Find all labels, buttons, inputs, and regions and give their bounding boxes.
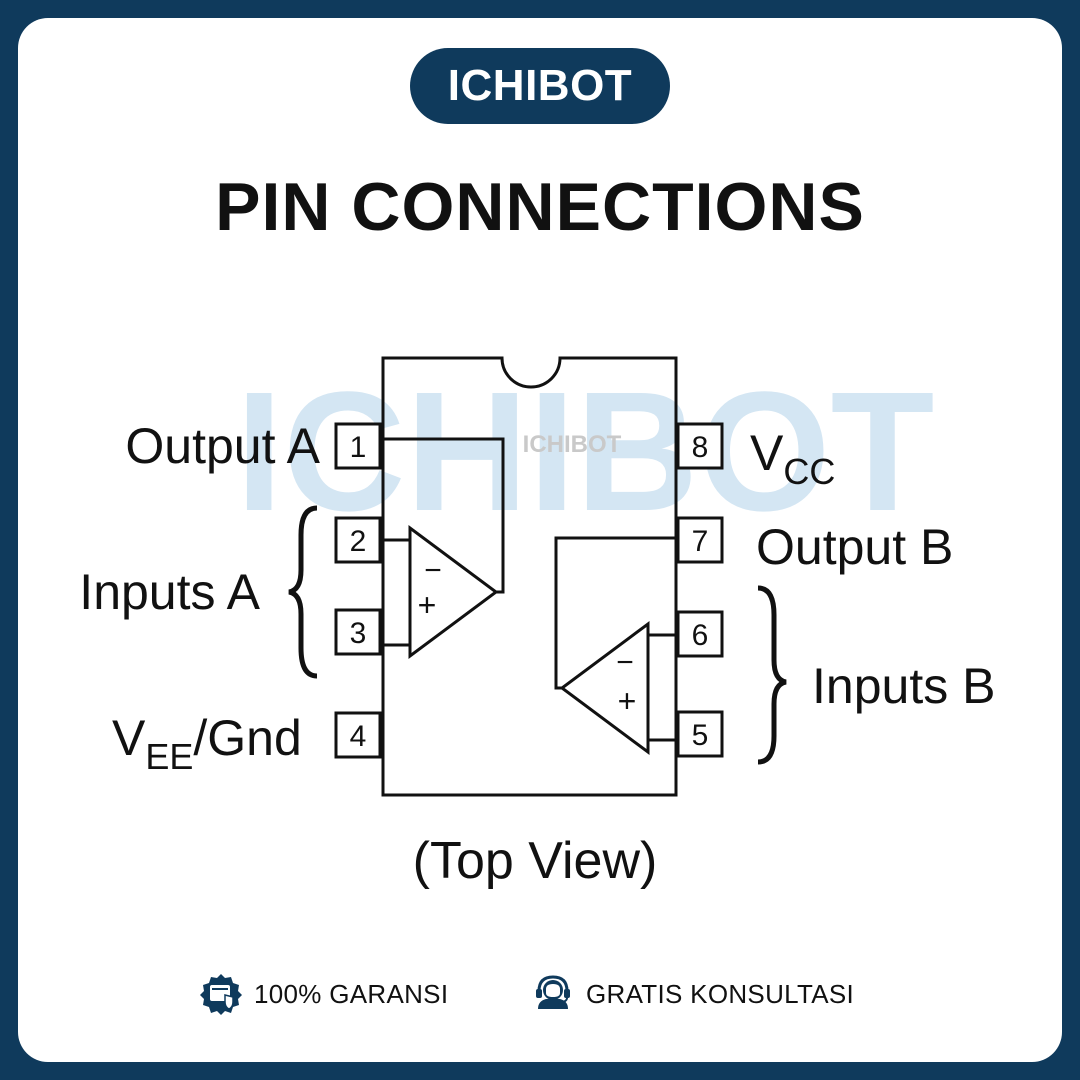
- pin-number-5: 5: [692, 719, 709, 752]
- op-amp-b-minus: −: [616, 646, 634, 679]
- pin-number-4: 4: [350, 720, 367, 753]
- label-vee-gnd: VEE/Gnd: [112, 710, 302, 777]
- inputs-b-brace: [757, 585, 787, 765]
- pin-box-5: [676, 710, 724, 758]
- label-output-a: Output A: [125, 418, 320, 474]
- pin-number-6: 6: [692, 619, 709, 652]
- top-view-caption: (Top View): [413, 832, 658, 890]
- brand-logo-pill: ICHIBOT: [410, 48, 670, 124]
- inputs-a-brace: [288, 505, 318, 679]
- label-inputs-b: Inputs B: [812, 658, 995, 714]
- watermark-small: ICHIBOT: [523, 431, 622, 458]
- op-amp-a-minus: −: [424, 554, 442, 587]
- ic-body: [381, 356, 678, 797]
- consult-badge: GRATIS KONSULTASI: [530, 968, 854, 1020]
- pin-box-8: [676, 422, 724, 470]
- op-amp-a-plus: +: [418, 587, 437, 623]
- op-amp-a-symbol: [408, 525, 499, 659]
- op-amp-b-plus: +: [618, 683, 637, 719]
- pin-number-3: 3: [350, 617, 367, 650]
- pin-box-7: [676, 516, 724, 564]
- pin-number-8: 8: [692, 431, 709, 464]
- page-title: PIN CONNECTIONS: [215, 169, 865, 245]
- pin-number-2: 2: [350, 525, 367, 558]
- brand-name: ICHIBOT: [447, 61, 633, 110]
- content-card: [18, 18, 1062, 1062]
- guarantee-badge: 100% GARANSI: [198, 968, 448, 1020]
- label-output-b: Output B: [756, 519, 953, 575]
- pin-number-1: 1: [350, 431, 367, 464]
- label-inputs-a: Inputs A: [79, 564, 260, 620]
- consult-text: GRATIS KONSULTASI: [586, 978, 855, 1009]
- shield-certificate-icon: [200, 974, 242, 1015]
- guarantee-text: 100% GARANSI: [254, 978, 449, 1009]
- op-amp-b-symbol: [559, 621, 650, 755]
- pin-box-4: [334, 711, 382, 759]
- pin-box-3: [334, 608, 382, 656]
- wire-output-b-feedback: [554, 536, 678, 690]
- customer-support-headset-icon: [536, 975, 570, 1009]
- label-vcc: VCC: [750, 425, 835, 492]
- pin-number-7: 7: [692, 525, 709, 558]
- wire-output-a-feedback: [380, 437, 505, 594]
- pin-box-2: [334, 516, 382, 564]
- pin-box-1: [334, 422, 382, 470]
